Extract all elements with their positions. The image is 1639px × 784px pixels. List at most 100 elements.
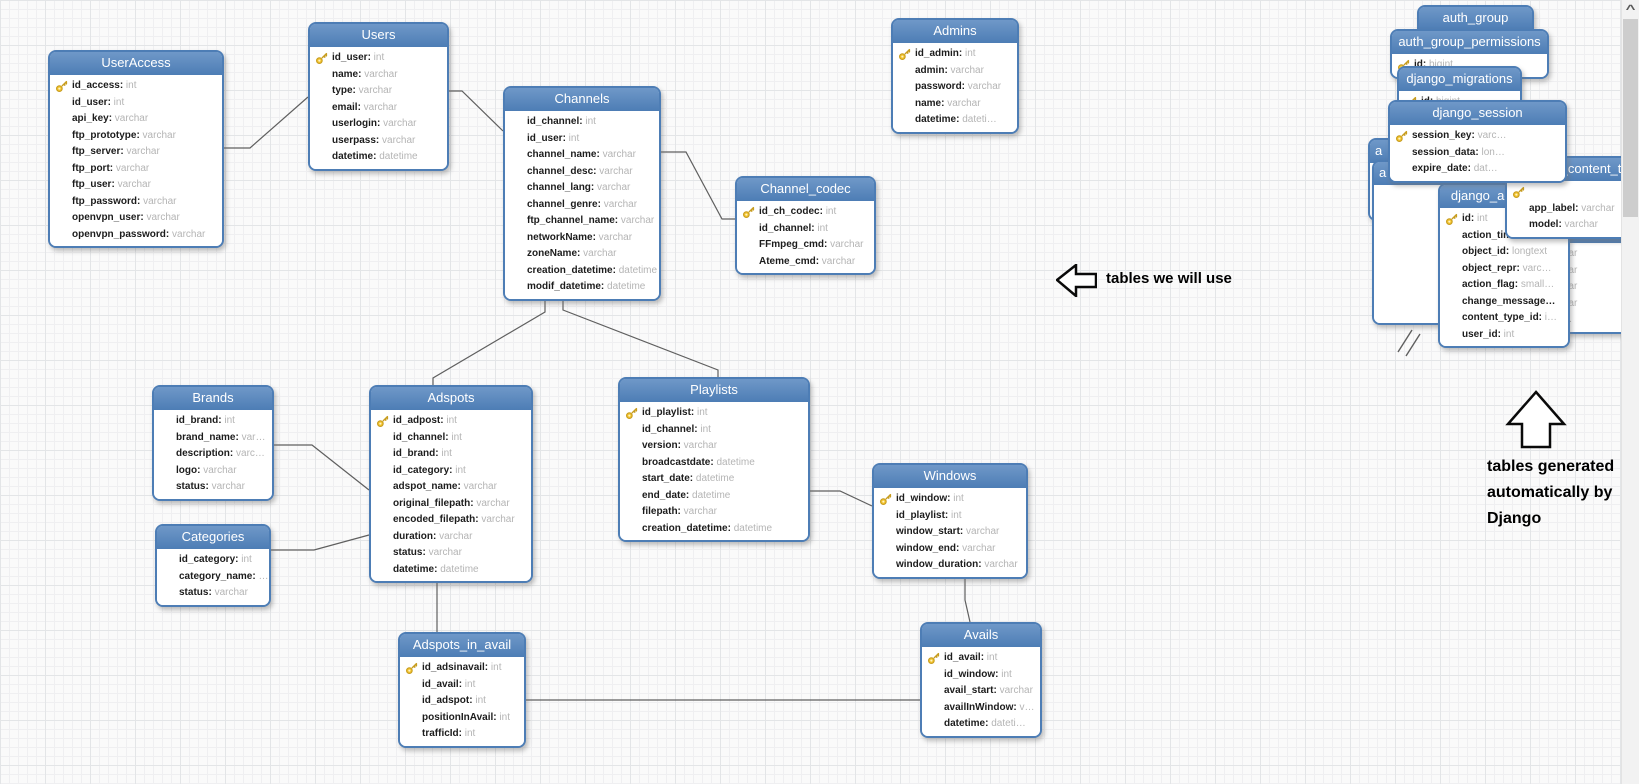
field-name: window_duration:	[896, 559, 982, 570]
relationship-line	[445, 90, 504, 132]
field-type: varchar	[169, 228, 206, 240]
field-row: object_repr: varc…	[1440, 261, 1568, 278]
field-row: ftp_channel_name: varchar	[505, 213, 659, 230]
field-type: varchar	[981, 559, 1018, 570]
table-title: Users	[310, 24, 447, 47]
field-type: small…	[1518, 279, 1555, 290]
field-name: id_brand:	[393, 448, 439, 459]
field-name: admin:	[915, 64, 948, 76]
field-type: varchar	[139, 129, 176, 141]
field-name: logo:	[176, 464, 201, 476]
table-title: django_migrations	[1399, 68, 1520, 91]
primary-key-icon	[625, 407, 638, 420]
field-row: adspot_name: varchar	[371, 479, 531, 496]
field-type: varchar	[460, 481, 497, 492]
field-name: description:	[176, 448, 234, 459]
field-row: email: varchar	[310, 100, 447, 117]
field-name: change_message…	[1462, 295, 1556, 307]
field-name: end_date:	[642, 489, 690, 501]
field-type: varchar	[123, 146, 160, 157]
field-row: id_channel: int	[737, 221, 874, 238]
field-type: datetime	[615, 264, 658, 276]
table-title: Admins	[893, 20, 1017, 43]
field-row: original_filepath: varchar	[371, 496, 531, 513]
field-type: int	[582, 116, 596, 127]
field-type: datetime	[713, 456, 755, 468]
field-row: session_key: varc…	[1390, 128, 1565, 145]
field-name: session_data:	[1412, 146, 1479, 158]
vertical-scrollbar[interactable]: ^	[1621, 0, 1639, 784]
field-row: availInWindow: v…	[922, 700, 1040, 717]
primary-key-icon	[898, 48, 911, 61]
field-name: datetime:	[915, 114, 960, 125]
field-type: int	[438, 448, 452, 459]
field-type: varchar	[114, 179, 151, 190]
relationship-line	[270, 444, 370, 491]
field-row: status: varchar	[371, 545, 531, 562]
field-row: ftp_server: varchar	[50, 144, 222, 161]
field-name: creation_datetime:	[642, 522, 731, 534]
field-type: int	[462, 678, 476, 690]
scroll-up-button[interactable]: ^	[1622, 0, 1639, 17]
field-row: id_adpost: int	[371, 413, 531, 430]
field-name: password:	[915, 81, 966, 92]
field-name: ftp_channel_name:	[527, 215, 619, 226]
field-type: int	[110, 96, 125, 108]
field-type: varchar	[618, 215, 655, 226]
field-type: int	[948, 509, 962, 521]
field-name: expire_date:	[1412, 163, 1471, 174]
table-title: auth_group_permissions	[1392, 31, 1547, 54]
field-name: modif_datetime:	[527, 281, 605, 292]
field-row: creation_datetime: datetime	[620, 521, 808, 538]
table-title: Playlists	[620, 379, 808, 402]
field-row: datetime: dateti…	[893, 112, 1017, 129]
field-name: action_time:	[1462, 229, 1521, 241]
field-type: int	[488, 662, 502, 673]
field-type: int	[962, 48, 976, 59]
field-row: id_user: int	[505, 131, 659, 148]
field-type: varchar	[379, 134, 416, 146]
field-name: ftp_server:	[72, 146, 124, 157]
field-name: id:	[1414, 59, 1427, 70]
field-row: object_id: longtext	[1440, 244, 1568, 261]
field-type: varchar	[380, 118, 417, 129]
field-name: userpass:	[332, 134, 380, 146]
field-row: id_ch_codec: int	[737, 204, 874, 221]
field-name: object_repr:	[1462, 262, 1520, 274]
annotation-label: tables we will use	[1106, 270, 1232, 287]
scrollbar-thumb[interactable]	[1623, 19, 1638, 217]
field-type: varchar	[944, 97, 981, 109]
table-title: Categories	[157, 526, 269, 549]
field-name: id_adsinavail:	[422, 662, 489, 673]
field-name: broadcastdate:	[642, 456, 714, 468]
field-row: id_playlist: int	[620, 405, 808, 422]
field-name: encoded_filepath:	[393, 514, 479, 525]
field-type: varchar	[211, 587, 248, 598]
field-row: networkName: varchar	[505, 230, 659, 247]
relationship-line	[964, 574, 971, 623]
field-name: openvpn_user:	[72, 212, 144, 223]
field-type: varchar	[361, 68, 398, 80]
field-name: datetime:	[944, 718, 989, 729]
field-row: id_user: int	[310, 50, 447, 67]
field-row: id_adsinavail: int	[400, 660, 524, 677]
field-name: model:	[1529, 219, 1562, 230]
field-type: int	[1474, 213, 1488, 224]
field-row: id_brand: int	[154, 413, 272, 430]
